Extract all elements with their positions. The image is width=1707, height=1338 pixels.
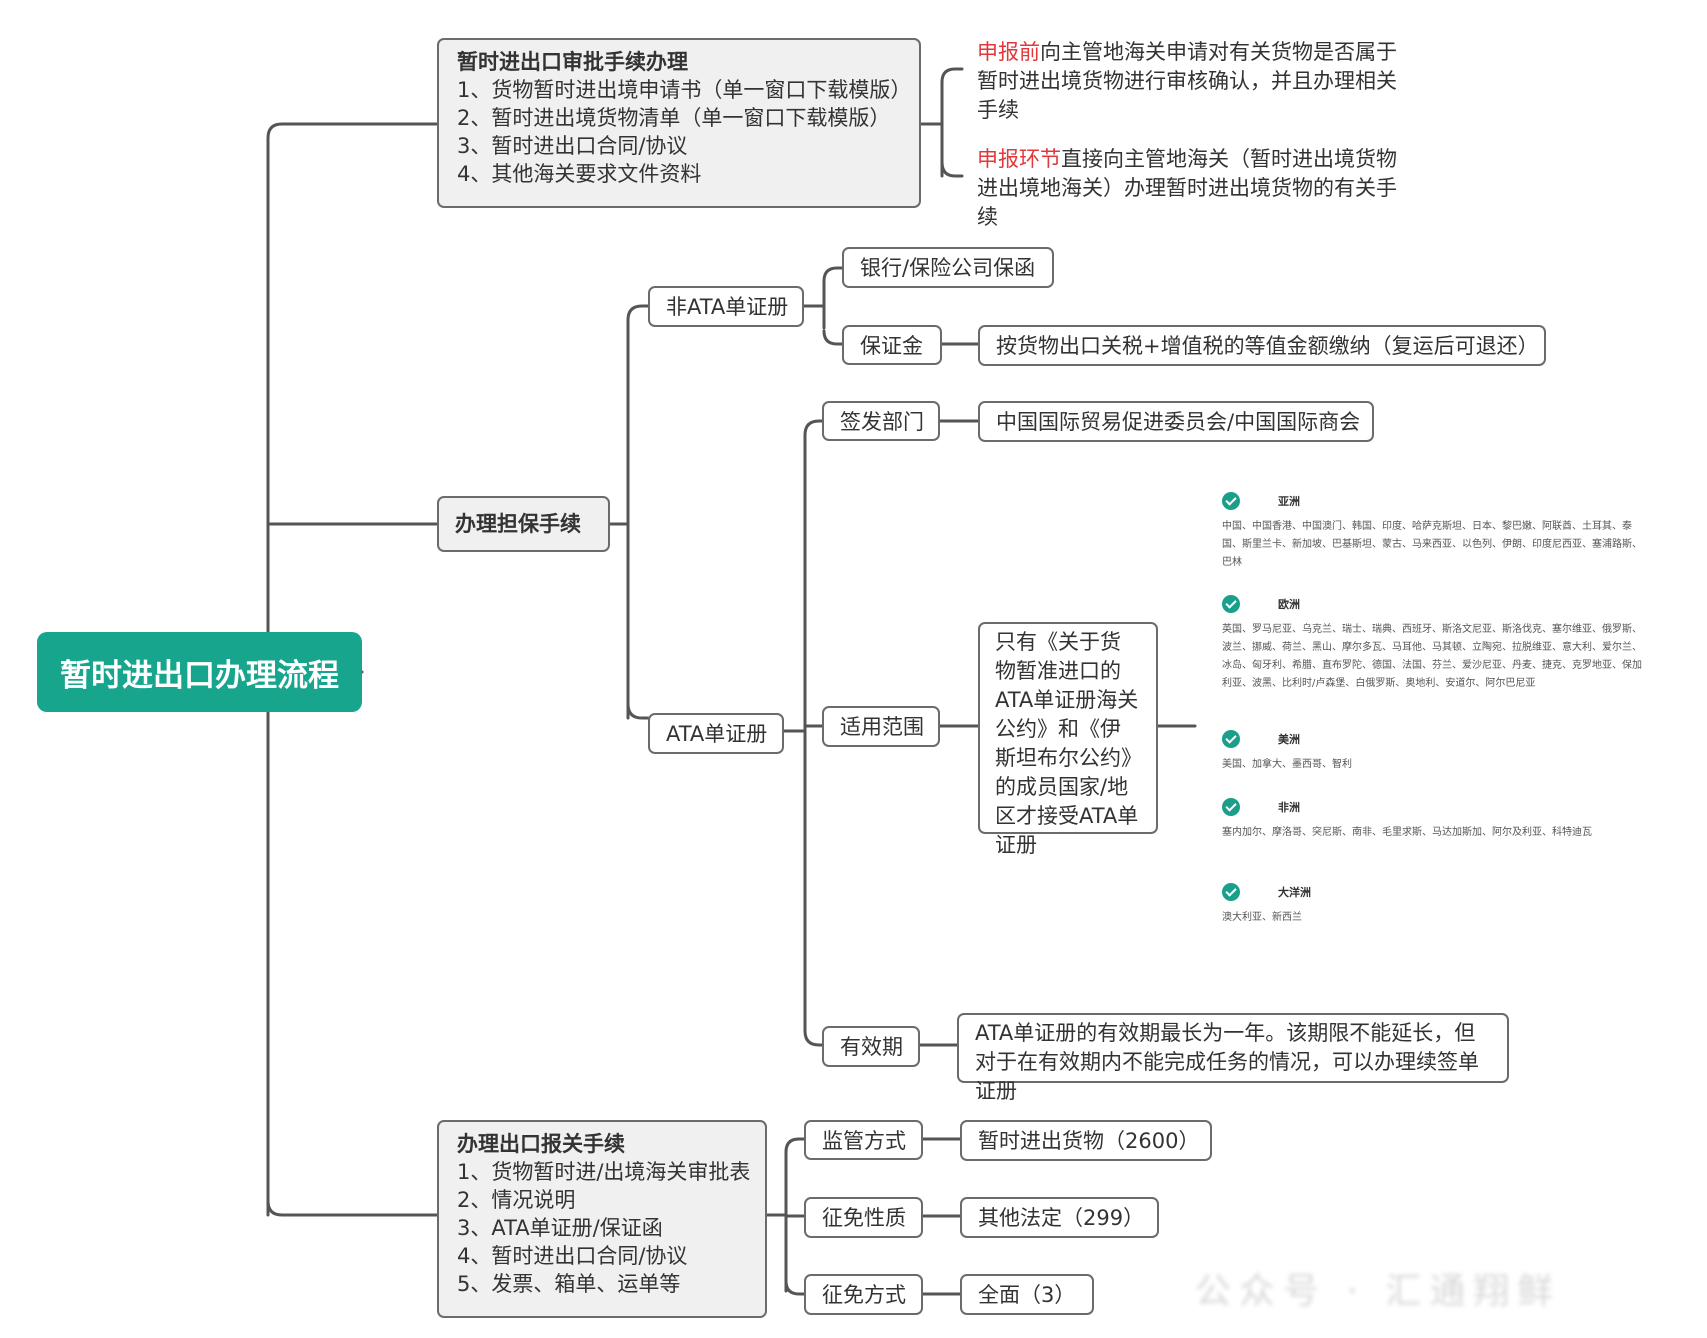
check-icon <box>1222 883 1240 901</box>
approval-title: 暂时进出口审批手续办理 <box>457 50 688 74</box>
note-text: 向主管地海关申请对有关货物是否属于暂时进出境货物进行审核确认，并且办理相关手续 <box>977 40 1397 122</box>
export-item: 3、ATA单证册/保证函 <box>457 1216 663 1240</box>
note-text: 直接向主管地海关（暂时进出境货物进出境地海关）办理暂时进出境货物的有关手续 <box>977 147 1397 229</box>
deposit-detail-node: 按货物出口关税+增值税的等值金额缴纳（复运后可退还） <box>978 325 1546 366</box>
tax-method-value-node: 全面（3） <box>960 1274 1094 1315</box>
region-countries: 澳大利亚、新西兰 <box>1222 912 1302 923</box>
region-name: 非洲 <box>1278 801 1300 814</box>
supervision-label-node: 监管方式 <box>804 1120 923 1160</box>
region-countries: 塞内加尔、摩洛哥、突尼斯、南非、毛里求斯、马达加斯加、阿尔及利亚、科特迪瓦 <box>1222 827 1592 838</box>
root-node: 暂时进出口办理流程 <box>37 632 362 712</box>
scope-text-node: 只有《关于货物暂准进口的ATA单证册海关公约》和《伊斯坦布尔公约》的成员国家/地… <box>978 622 1158 857</box>
bank-guarantee-node: 银行/保险公司保函 <box>842 247 1054 288</box>
region-name: 欧洲 <box>1278 598 1300 611</box>
check-icon <box>1222 730 1240 748</box>
scope-label-node: 适用范围 <box>822 706 940 747</box>
check-icon <box>1222 798 1240 816</box>
export-item: 1、货物暂时进/出境海关审批表 <box>457 1160 751 1184</box>
supervision-value-node: 暂时进出货物（2600） <box>960 1120 1212 1161</box>
deposit-node: 保证金 <box>842 325 942 365</box>
region-countries: 美国、加拿大、墨西哥、智利 <box>1222 759 1352 770</box>
tax-nature-label-node: 征免性质 <box>804 1197 923 1238</box>
guarantee-node: 办理担保手续 <box>437 496 610 552</box>
check-icon <box>1222 492 1240 510</box>
guarantee-title: 办理担保手续 <box>455 512 581 536</box>
validity-label-node: 有效期 <box>822 1026 920 1067</box>
approval-item: 3、暂时进出口合同/协议 <box>457 134 688 158</box>
note-highlight: 申报前 <box>977 40 1040 64</box>
approval-item: 4、其他海关要求文件资料 <box>457 162 702 186</box>
tax-nature-value-node: 其他法定（299） <box>960 1197 1159 1238</box>
export-item: 5、发票、箱单、运单等 <box>457 1272 681 1296</box>
region-asia: 亚洲 中国、中国香港、中国澳门、韩国、印度、哈萨克斯坦、日本、黎巴嫩、阿联酋、土… <box>1222 491 1642 572</box>
region-countries: 英国、罗马尼亚、乌克兰、瑞士、瑞典、西班牙、斯洛文尼亚、斯洛伐克、塞尔维亚、俄罗… <box>1222 624 1642 689</box>
region-name: 美洲 <box>1278 733 1300 746</box>
approval-note-declaration-stage: 申报环节直接向主管地海关（暂时进出境货物进出境地海关）办理暂时进出境货物的有关手… <box>977 145 1417 232</box>
region-countries: 中国、中国香港、中国澳门、韩国、印度、哈萨克斯坦、日本、黎巴嫩、阿联酋、土耳其、… <box>1222 521 1642 568</box>
region-name: 亚洲 <box>1278 495 1300 508</box>
region-americas: 美洲 美国、加拿大、墨西哥、智利 <box>1222 729 1642 774</box>
tax-method-label-node: 征免方式 <box>804 1274 923 1315</box>
region-oceania: 大洋洲 澳大利亚、新西兰 <box>1222 882 1642 927</box>
note-highlight: 申报环节 <box>977 147 1061 171</box>
export-item: 2、情况说明 <box>457 1188 576 1212</box>
approval-node: 暂时进出口审批手续办理 1、货物暂时进出境申请书（单一窗口下载模版） 2、暂时进… <box>437 38 921 208</box>
region-name: 大洋洲 <box>1278 886 1311 899</box>
check-icon <box>1222 595 1240 613</box>
export-item: 4、暂时进出口合同/协议 <box>457 1244 688 1268</box>
approval-note-before-declaration: 申报前向主管地海关申请对有关货物是否属于暂时进出境货物进行审核确认，并且办理相关… <box>977 38 1417 125</box>
region-africa: 非洲 塞内加尔、摩洛哥、突尼斯、南非、毛里求斯、马达加斯加、阿尔及利亚、科特迪瓦 <box>1222 797 1642 842</box>
issuer-label-node: 签发部门 <box>822 401 940 441</box>
approval-item: 1、货物暂时进出境申请书（单一窗口下载模版） <box>457 78 912 102</box>
non-ata-node: 非ATA单证册 <box>648 286 804 327</box>
approval-item: 2、暂时进出境货物清单（单一窗口下载模版） <box>457 106 891 130</box>
export-title: 办理出口报关手续 <box>457 1132 625 1156</box>
ata-node: ATA单证册 <box>648 713 784 754</box>
region-europe: 欧洲 英国、罗马尼亚、乌克兰、瑞士、瑞典、西班牙、斯洛文尼亚、斯洛伐克、塞尔维亚… <box>1222 594 1642 693</box>
issuer-value-node: 中国国际贸易促进委员会/中国国际商会 <box>978 401 1374 442</box>
export-node: 办理出口报关手续 1、货物暂时进/出境海关审批表 2、情况说明 3、ATA单证册… <box>437 1120 767 1318</box>
watermark: 公众号 · 汇通翔鲜 <box>1195 1271 1562 1312</box>
validity-text-node: ATA单证册的有效期最长为一年。该期限不能延长，但对于在有效期内不能完成任务的情… <box>957 1013 1509 1103</box>
